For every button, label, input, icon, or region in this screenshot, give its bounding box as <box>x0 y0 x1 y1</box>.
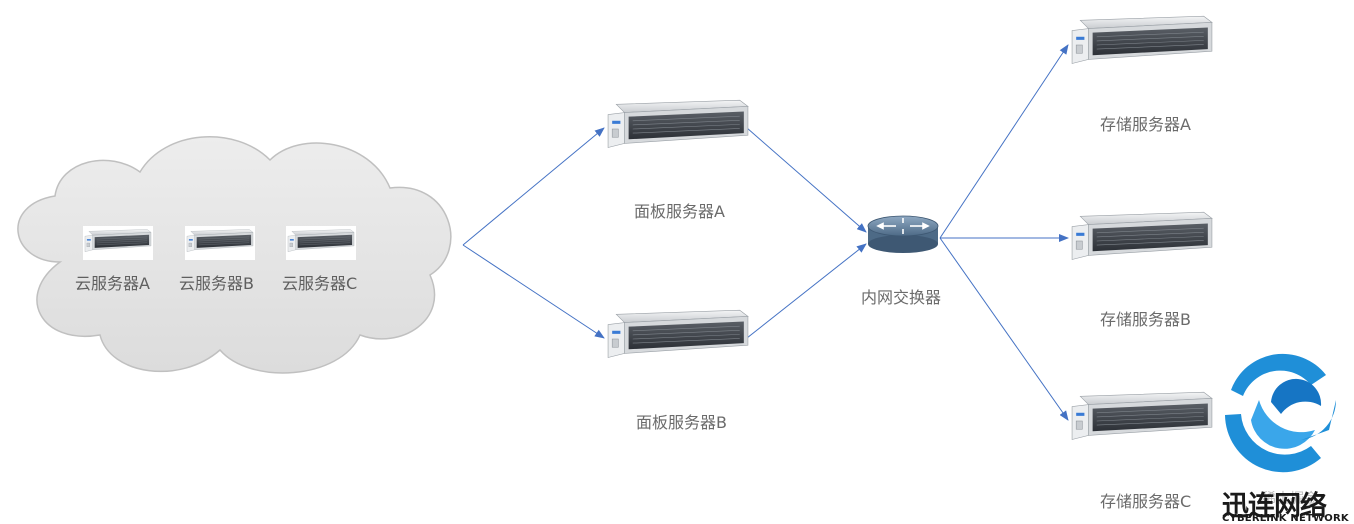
watermark-text: 稀土掘金 <box>1262 491 1318 507</box>
cloud-server-c-label: 云服务器C <box>282 274 358 293</box>
storage-server-c-label: 存储服务器C <box>1100 492 1192 511</box>
storage-server-a <box>1071 15 1213 65</box>
cloud-server-a-label: 云服务器A <box>75 274 150 293</box>
cloud-server-c <box>286 226 356 260</box>
cloud-server-b-label: 云服务器B <box>179 274 254 293</box>
cloud-server-b <box>185 226 255 260</box>
cloud-server-a <box>83 226 153 260</box>
arrow-panel-a-to-switch <box>746 127 867 233</box>
arrow-cloud-to-panel-a <box>462 127 605 246</box>
router-icon <box>867 215 939 253</box>
storage-server-c <box>1071 391 1213 441</box>
logo-name-en: CYBERLINK NETWORK <box>1222 513 1349 524</box>
cyberlink-logo-icon <box>1221 350 1341 473</box>
arrow-panel-b-to-switch <box>746 243 867 339</box>
logo-name-cn: 迅连网络 <box>1222 491 1327 522</box>
storage-server-b <box>1071 211 1213 261</box>
storage-server-b-label: 存储服务器B <box>1100 310 1191 329</box>
switch-label: 内网交换器 <box>861 288 942 307</box>
arrow-switch-to-storage-c <box>939 237 1069 421</box>
connection-arrows <box>462 44 1069 421</box>
panel-server-a <box>607 99 749 149</box>
panel-server-b-label: 面板服务器B <box>636 413 727 432</box>
arrow-switch-to-storage-a <box>939 44 1069 239</box>
storage-server-a-label: 存储服务器A <box>1100 115 1191 134</box>
panel-server-a-label: 面板服务器A <box>634 202 725 221</box>
panel-server-b <box>607 309 749 359</box>
arrow-cloud-to-panel-b <box>462 244 605 339</box>
